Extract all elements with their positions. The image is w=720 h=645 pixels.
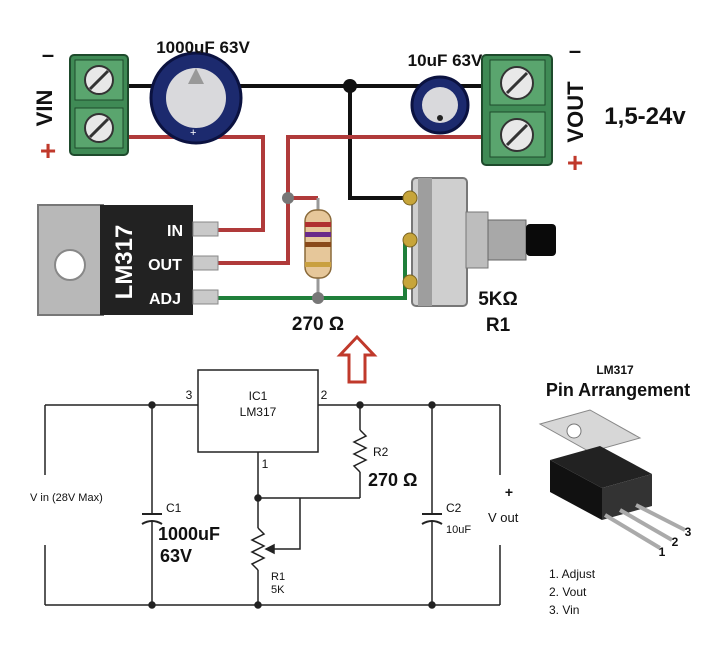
c2-value: 10uF: [446, 524, 471, 536]
cap1-label: 1000uF 63V: [156, 38, 250, 57]
junction-dot: [428, 401, 436, 409]
r2-value: 270 Ω: [368, 470, 417, 490]
schematic-vout-plus: +: [505, 484, 513, 500]
ic1-pin3: 3: [186, 388, 193, 402]
pin-in-label: IN: [167, 223, 183, 240]
pin-list-2: 2. Vout: [549, 585, 587, 599]
vin-plus-sign: +: [40, 135, 56, 166]
r2-zigzag: [352, 429, 368, 473]
r1-wiper-wire: [266, 498, 301, 550]
junction-dot: [282, 192, 294, 204]
junction-dot: [254, 601, 262, 609]
vout-minus-sign: –: [569, 38, 581, 63]
vin-label: VIN: [32, 90, 57, 127]
lm317-package: [37, 204, 219, 316]
junction-dot: [254, 494, 262, 502]
r1-value: 5K: [271, 584, 285, 596]
lm317-3d-package: [538, 409, 686, 550]
vout-terminal-block: [481, 54, 553, 166]
r1-ref: R1: [271, 571, 285, 583]
capacitor-10uf: [410, 75, 470, 135]
c1-voltage: 63V: [160, 546, 192, 566]
r1-zigzag: [250, 527, 266, 571]
c1-value: 1000uF: [158, 524, 220, 544]
pin-number-1: 1: [659, 545, 666, 559]
ic1-ref: IC1: [249, 389, 268, 403]
resistor-270-label: 270 Ω: [292, 314, 344, 335]
schematic-vout-label: V out: [488, 510, 519, 525]
pin-adj-label: ADJ: [149, 291, 181, 308]
pot-value-label: 5KΩ: [478, 289, 518, 310]
r1-wiper-arrow: [264, 543, 275, 555]
junction-dot: [356, 401, 364, 409]
vout-plus-sign: +: [567, 147, 583, 178]
voltage-range-label: 1,5-24v: [604, 103, 686, 130]
junction-dot: [148, 601, 156, 609]
ic1-box: [197, 369, 319, 453]
wire-pot-ground: [348, 86, 420, 200]
resistor-270: [304, 209, 332, 279]
c1-ref: C1: [166, 501, 182, 515]
junction-dot: [343, 79, 357, 93]
schematic-diagram: [44, 369, 501, 609]
pinout-title: LM317: [596, 363, 634, 377]
svg-text:+: +: [190, 127, 196, 139]
potentiometer-5k: [402, 177, 556, 307]
junction-dot: [428, 601, 436, 609]
pinout-subtitle: Pin Arrangement: [546, 380, 690, 400]
ic1-pin1: 1: [262, 457, 269, 471]
vout-label: VOUT: [563, 81, 588, 143]
pin-list-1: 1. Adjust: [549, 567, 596, 581]
junction-dot: [148, 401, 156, 409]
pin-number-3: 3: [685, 525, 692, 539]
r2-ref: R2: [373, 445, 389, 459]
junction-dot: [312, 292, 324, 304]
pot-name-label: R1: [486, 315, 511, 336]
cap2-label: 10uF 63V: [408, 51, 483, 70]
vin-terminal-block: [69, 54, 129, 156]
lm317-body-label: LM317: [111, 225, 138, 300]
capacitor-1000uf: +: [149, 51, 243, 145]
pin-out-label: OUT: [148, 257, 182, 274]
vin-minus-sign: –: [42, 42, 54, 67]
wiring-diagram: – VIN + + 1000uF 63V 10uF 63V –: [32, 38, 686, 384]
ic1-pin2: 2: [321, 388, 328, 402]
schematic-vin-label: V in (28V Max): [30, 492, 103, 504]
ic1-name: LM317: [240, 405, 277, 419]
up-arrow-icon: [336, 334, 378, 384]
c2-ref: C2: [446, 501, 462, 515]
pin-list-3: 3. Vin: [549, 603, 579, 617]
pin-number-2: 2: [672, 535, 679, 549]
